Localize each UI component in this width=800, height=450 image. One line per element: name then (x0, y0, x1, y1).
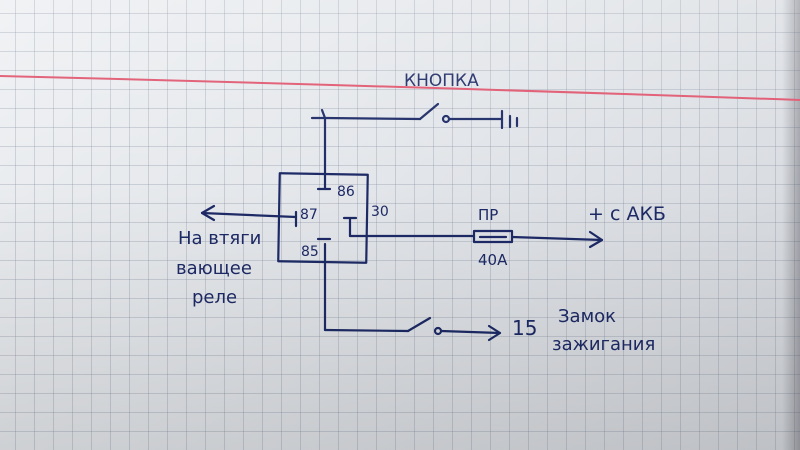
button-wire-left (310, 116, 422, 121)
button-contact-blade (418, 102, 440, 121)
pin-85-label: 85 (301, 244, 319, 260)
margin-line (0, 75, 800, 101)
arrow-battery-head (588, 230, 604, 249)
fuse-label: ПР (478, 206, 498, 224)
ignition-label-line1: Замок (558, 306, 616, 327)
fuse-rating-label: 40А (478, 251, 508, 269)
pin-30-mark (342, 216, 358, 238)
wire-ignition-left (323, 328, 410, 333)
wire-ignition-right (439, 329, 502, 335)
pin-86-label: 86 (337, 184, 355, 200)
ignition-contact-blade (406, 316, 432, 333)
wire-battery (510, 235, 604, 242)
pin-87-label: 87 (300, 207, 318, 223)
paper-edge-shadow (782, 0, 800, 450)
ignition-label-number: 15 (512, 316, 537, 340)
ground-symbol (500, 109, 519, 130)
wire-87-out (200, 211, 298, 219)
wire-86-vertical (320, 108, 327, 190)
battery-label: + с АКБ (588, 203, 666, 225)
relay-label-line3: реле (192, 287, 237, 308)
ignition-label-line2: зажигания (552, 334, 655, 355)
button-label: КНОПКА (404, 71, 479, 91)
pin-30-label: 30 (371, 204, 389, 220)
relay-label-line2: вающее (176, 258, 252, 279)
arrow-87-head (200, 204, 216, 222)
relay-label-line1: На втяги (178, 228, 261, 249)
arrow-ignition-head (487, 324, 502, 342)
